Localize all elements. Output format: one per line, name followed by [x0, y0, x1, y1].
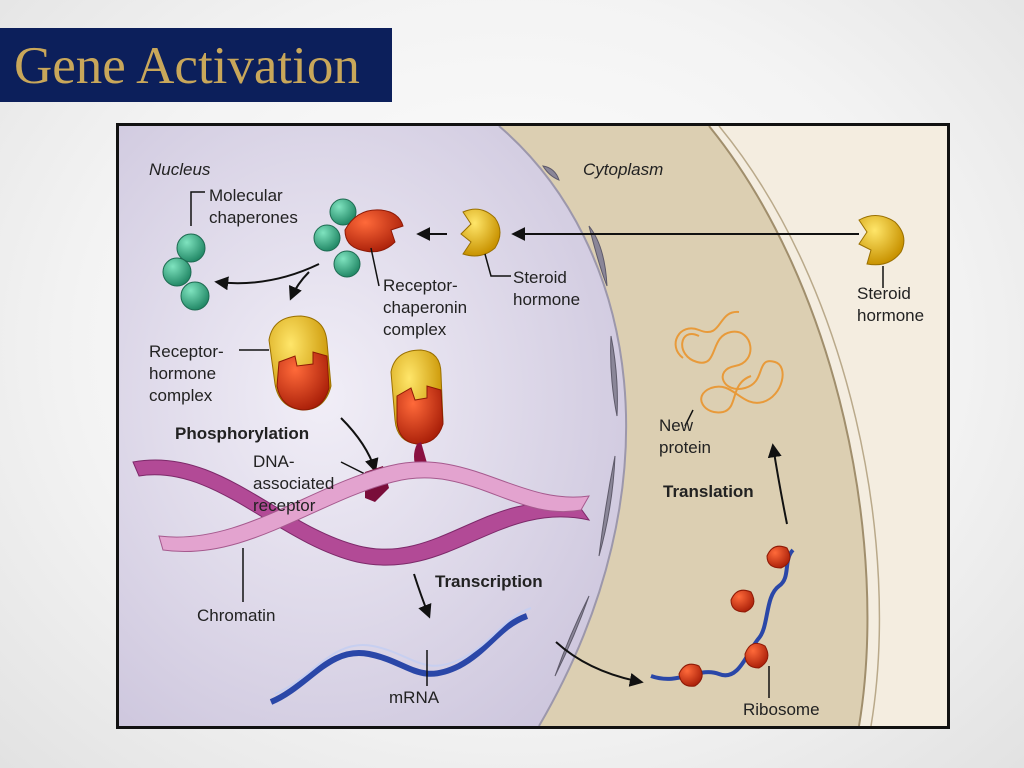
steroid-hormone-inner-label-1: Steroid [513, 268, 567, 287]
steroid-hormone-outer-label-2: hormone [857, 306, 925, 325]
receptor-hormone-label-1: Receptor- [149, 342, 224, 361]
dna-receptor-label-2: associated [253, 474, 335, 493]
slide-title: Gene Activation [14, 37, 360, 95]
cytoplasm-label: Cytoplasm [583, 160, 664, 179]
gene-activation-figure: Nucleus Cytoplasm Molecular chaperones R… [116, 123, 950, 729]
steroid-hormone-outer-label-1: Steroid [857, 284, 911, 303]
nucleus-label: Nucleus [149, 160, 211, 179]
transcription-label: Transcription [435, 572, 543, 591]
cytoplasm-region [499, 126, 868, 726]
dna-receptor-label-3: receptor [253, 496, 316, 515]
receptor-chaperonin-label-3: complex [383, 320, 447, 339]
chromatin-label: Chromatin [197, 606, 276, 625]
dna-receptor-label-1: DNA- [253, 452, 295, 471]
receptor-chaperonin-label-1: Receptor- [383, 276, 458, 295]
receptor-hormone-label-3: complex [149, 386, 213, 405]
steroid-hormone-inner-label-2: hormone [513, 290, 581, 309]
diagram-artwork [119, 126, 947, 726]
molecular-chaperones-label-1: Molecular [209, 186, 283, 205]
receptor-chaperonin-label-2: chaperonin [383, 298, 468, 317]
ribosome-label: Ribosome [743, 700, 820, 719]
mrna-label: mRNA [389, 688, 440, 707]
phosphorylation-label: Phosphorylation [175, 424, 310, 443]
new-protein-label-2: protein [659, 438, 711, 457]
receptor-hormone-label-2: hormone [149, 364, 217, 383]
molecular-chaperones-label-2: chaperones [209, 208, 298, 227]
title-bar [0, 28, 392, 102]
new-protein-label-1: New [659, 416, 694, 435]
translation-label: Translation [663, 482, 754, 501]
